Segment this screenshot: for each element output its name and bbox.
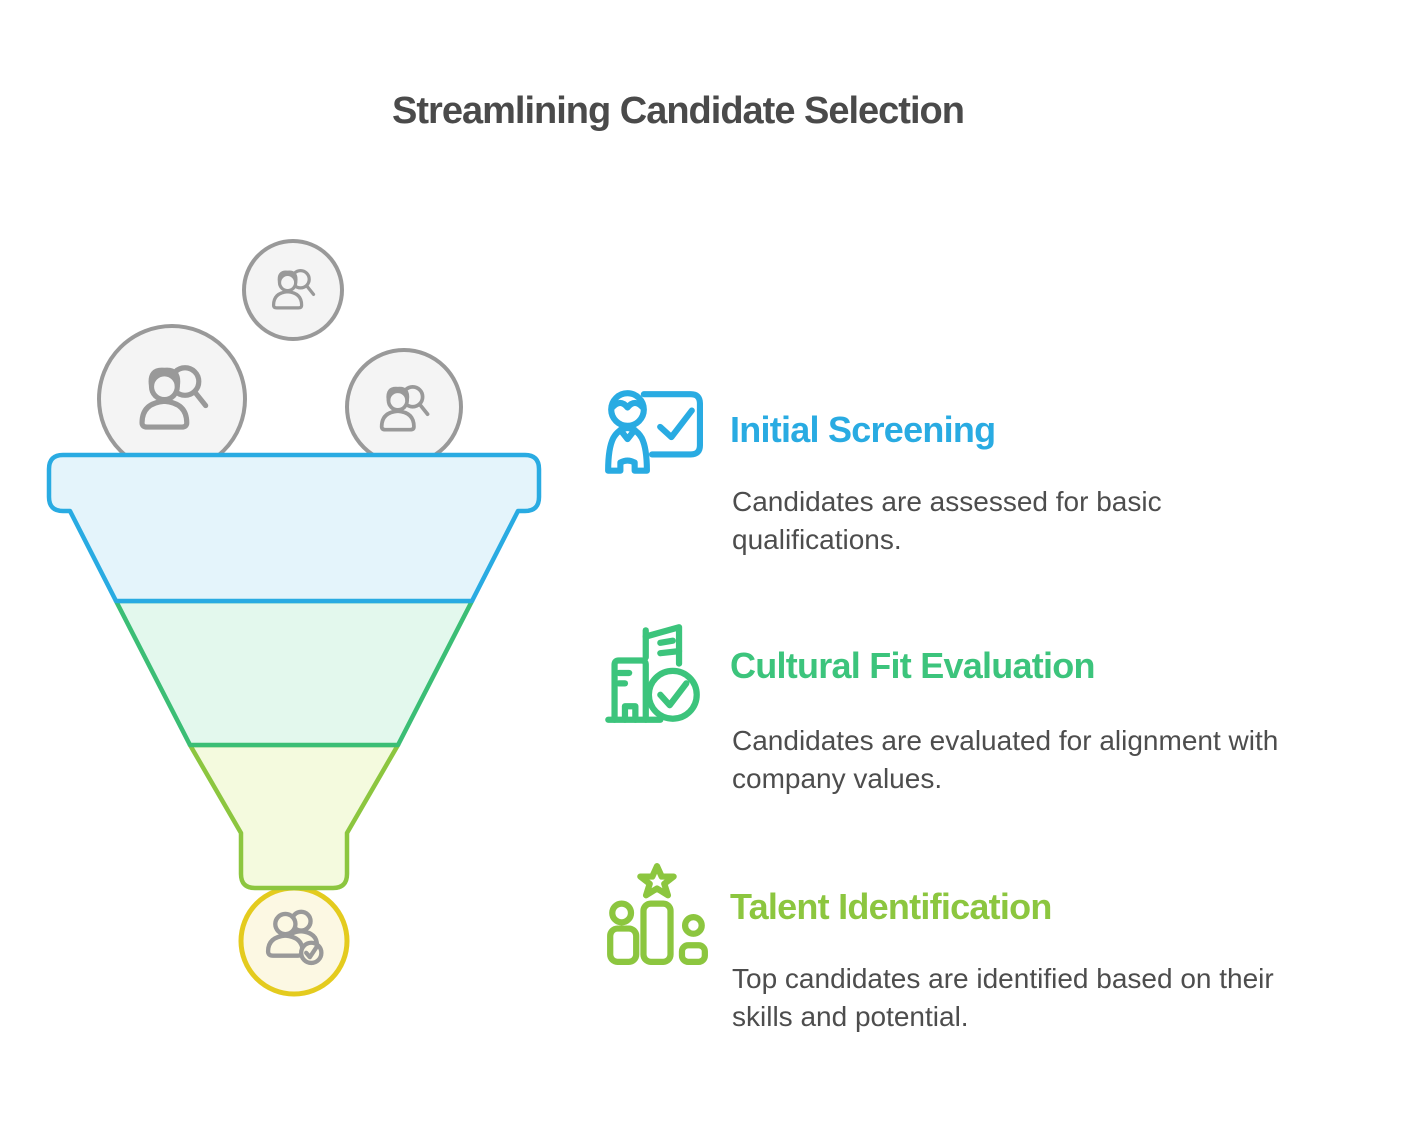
funnel-stage-initial-screening xyxy=(46,452,542,604)
presenter-checkboard-icon xyxy=(605,390,703,474)
step-heading-cultural-fit: Cultural Fit Evaluation xyxy=(730,645,1096,686)
step-heading-talent-identification: Talent Identification xyxy=(730,886,1052,927)
funnel-stage-talent-identification xyxy=(187,742,401,891)
step-heading-initial-screening: Initial Screening xyxy=(730,409,996,450)
step-description-initial-screening: Candidates are assessed for basic qualif… xyxy=(732,486,1162,555)
page-title: Streamlining Candidate Selection xyxy=(392,90,965,132)
funnel-stage-cultural-fit xyxy=(113,598,475,748)
podium-star-icon xyxy=(607,863,708,965)
building-check-icon xyxy=(605,624,700,723)
step-description-talent-identification: Top candidates are identified based on t… xyxy=(732,963,1274,1032)
step-description-cultural-fit: Candidates are evaluated for alignment w… xyxy=(732,725,1279,794)
candidate-funnel-graphic xyxy=(46,239,542,997)
